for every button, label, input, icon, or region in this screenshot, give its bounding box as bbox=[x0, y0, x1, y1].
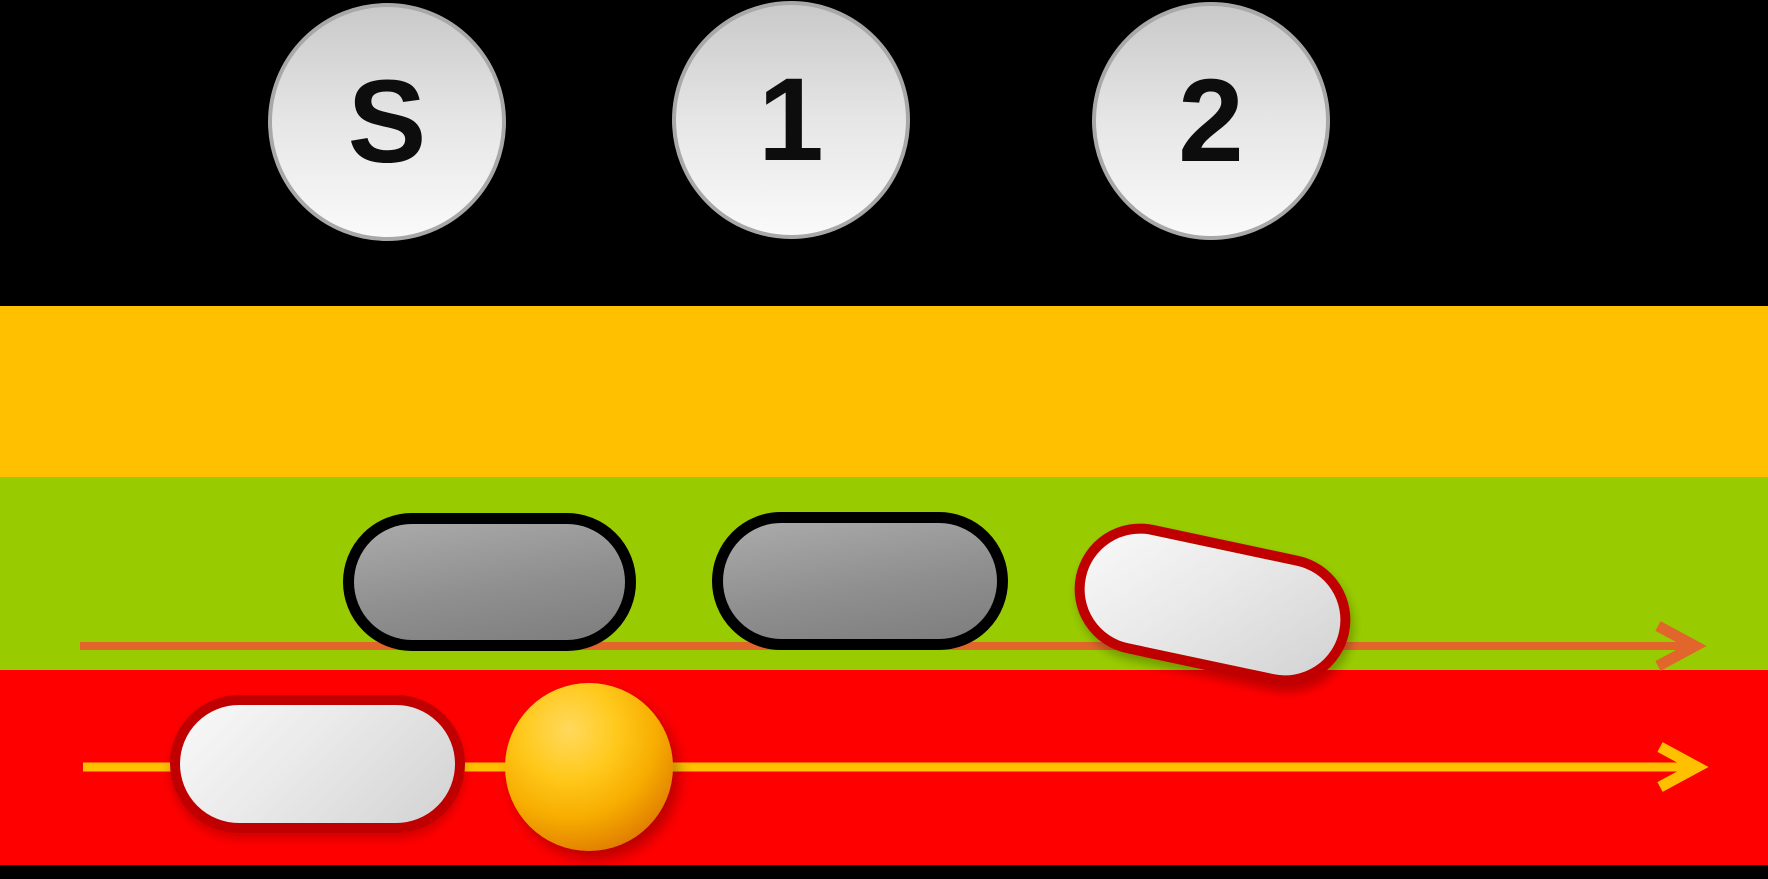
station-label-2: 2 bbox=[1178, 55, 1244, 187]
light-capsule-red-lane bbox=[170, 695, 465, 833]
gray-capsule-1 bbox=[343, 513, 636, 651]
station-circle-1: 1 bbox=[672, 1, 910, 239]
orange-ball bbox=[505, 683, 673, 851]
orange-band bbox=[0, 306, 1768, 477]
gray-capsule-2 bbox=[712, 512, 1008, 650]
bottom-black-band bbox=[0, 865, 1768, 879]
station-circle-2: 2 bbox=[1092, 2, 1330, 240]
station-label-s: S bbox=[347, 56, 427, 188]
station-label-1: 1 bbox=[758, 54, 824, 186]
station-circle-s: S bbox=[268, 3, 506, 241]
